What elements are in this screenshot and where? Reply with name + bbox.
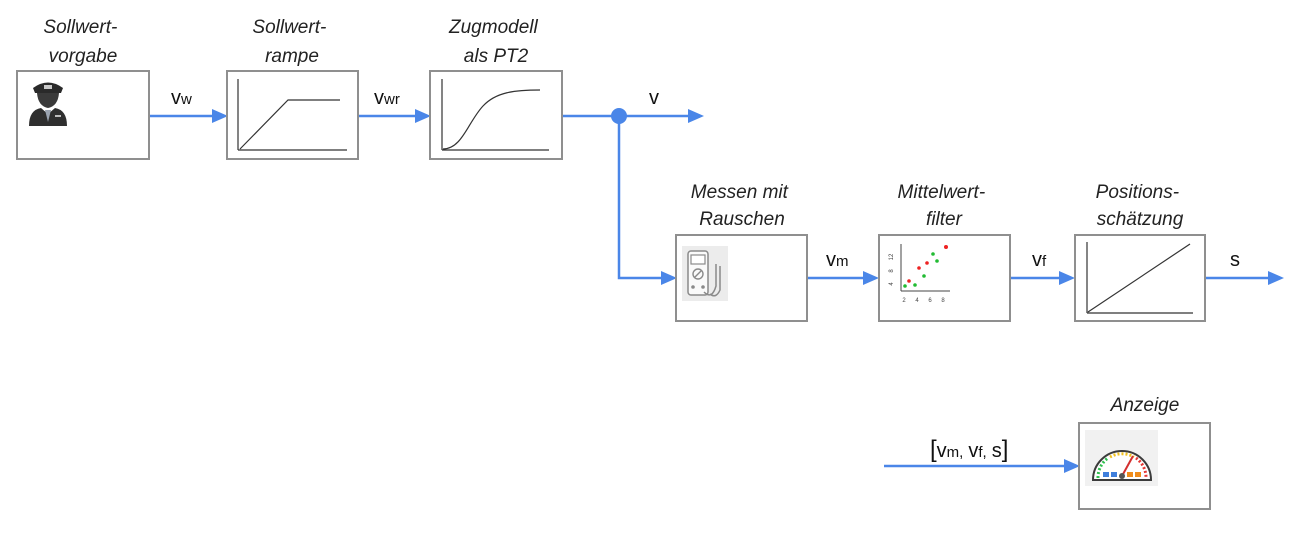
signal-wires (150, 108, 1284, 473)
label-v: v (649, 87, 659, 109)
label-vf: vf (1032, 249, 1047, 271)
block-sollwertrampe[interactable] (226, 70, 359, 160)
block-sollwertvorgabe[interactable] (16, 70, 150, 160)
arrow-anzeige (1064, 459, 1080, 473)
svg-text:2: 2 (902, 298, 906, 304)
pt2-response-icon (441, 79, 549, 151)
label-vw: vw (171, 87, 192, 109)
label-vm: vm (826, 249, 849, 271)
svg-text:4: 4 (915, 298, 919, 304)
speedometer-icon (1085, 430, 1158, 486)
arrow-branch (661, 271, 677, 285)
block-zugmodell[interactable] (429, 70, 563, 160)
arrow-vm (863, 271, 879, 285)
label-s: s (1230, 249, 1240, 271)
label-vwr: vwr (374, 87, 400, 109)
svg-text:6: 6 (928, 298, 932, 304)
label-anzeige-input: [vm,vf,s] (930, 436, 1008, 463)
caption-position: Positions- schätzung (1096, 182, 1185, 230)
linear-plot-icon (1086, 242, 1193, 314)
scatter-plot-icon: 2 4 6 8 4 8 12 (889, 244, 950, 304)
svg-text:12: 12 (889, 253, 895, 260)
caption-zugmodell: Zugmodell als PT2 (448, 17, 543, 67)
svg-text:4: 4 (889, 282, 895, 286)
caption-sollwertrampe: Sollwert- rampe (252, 17, 331, 67)
svg-text:8: 8 (941, 298, 945, 304)
svg-text:8: 8 (889, 269, 895, 273)
block-messen[interactable] (675, 234, 808, 322)
block-anzeige[interactable] (1078, 422, 1211, 510)
conductor-icon (23, 76, 75, 128)
caption-sollwertvorgabe: Sollwert- vorgabe (43, 17, 122, 67)
block-mittelwert[interactable]: 2 4 6 8 4 8 12 (878, 234, 1011, 322)
arrow-vwr (415, 109, 431, 123)
caption-anzeige: Anzeige (1110, 395, 1180, 416)
caption-messen: Messen mit Rauschen (691, 182, 793, 230)
arrow-vw (212, 109, 228, 123)
ramp-plot-icon (237, 79, 347, 151)
arrow-s (1268, 271, 1284, 285)
block-position[interactable] (1074, 234, 1206, 322)
wire-branch-to-messen (617, 116, 663, 280)
arrow-v (688, 109, 704, 123)
multimeter-icon (682, 246, 728, 301)
arrow-vf (1059, 271, 1075, 285)
caption-mittelwert: Mittelwert- filter (898, 182, 991, 230)
